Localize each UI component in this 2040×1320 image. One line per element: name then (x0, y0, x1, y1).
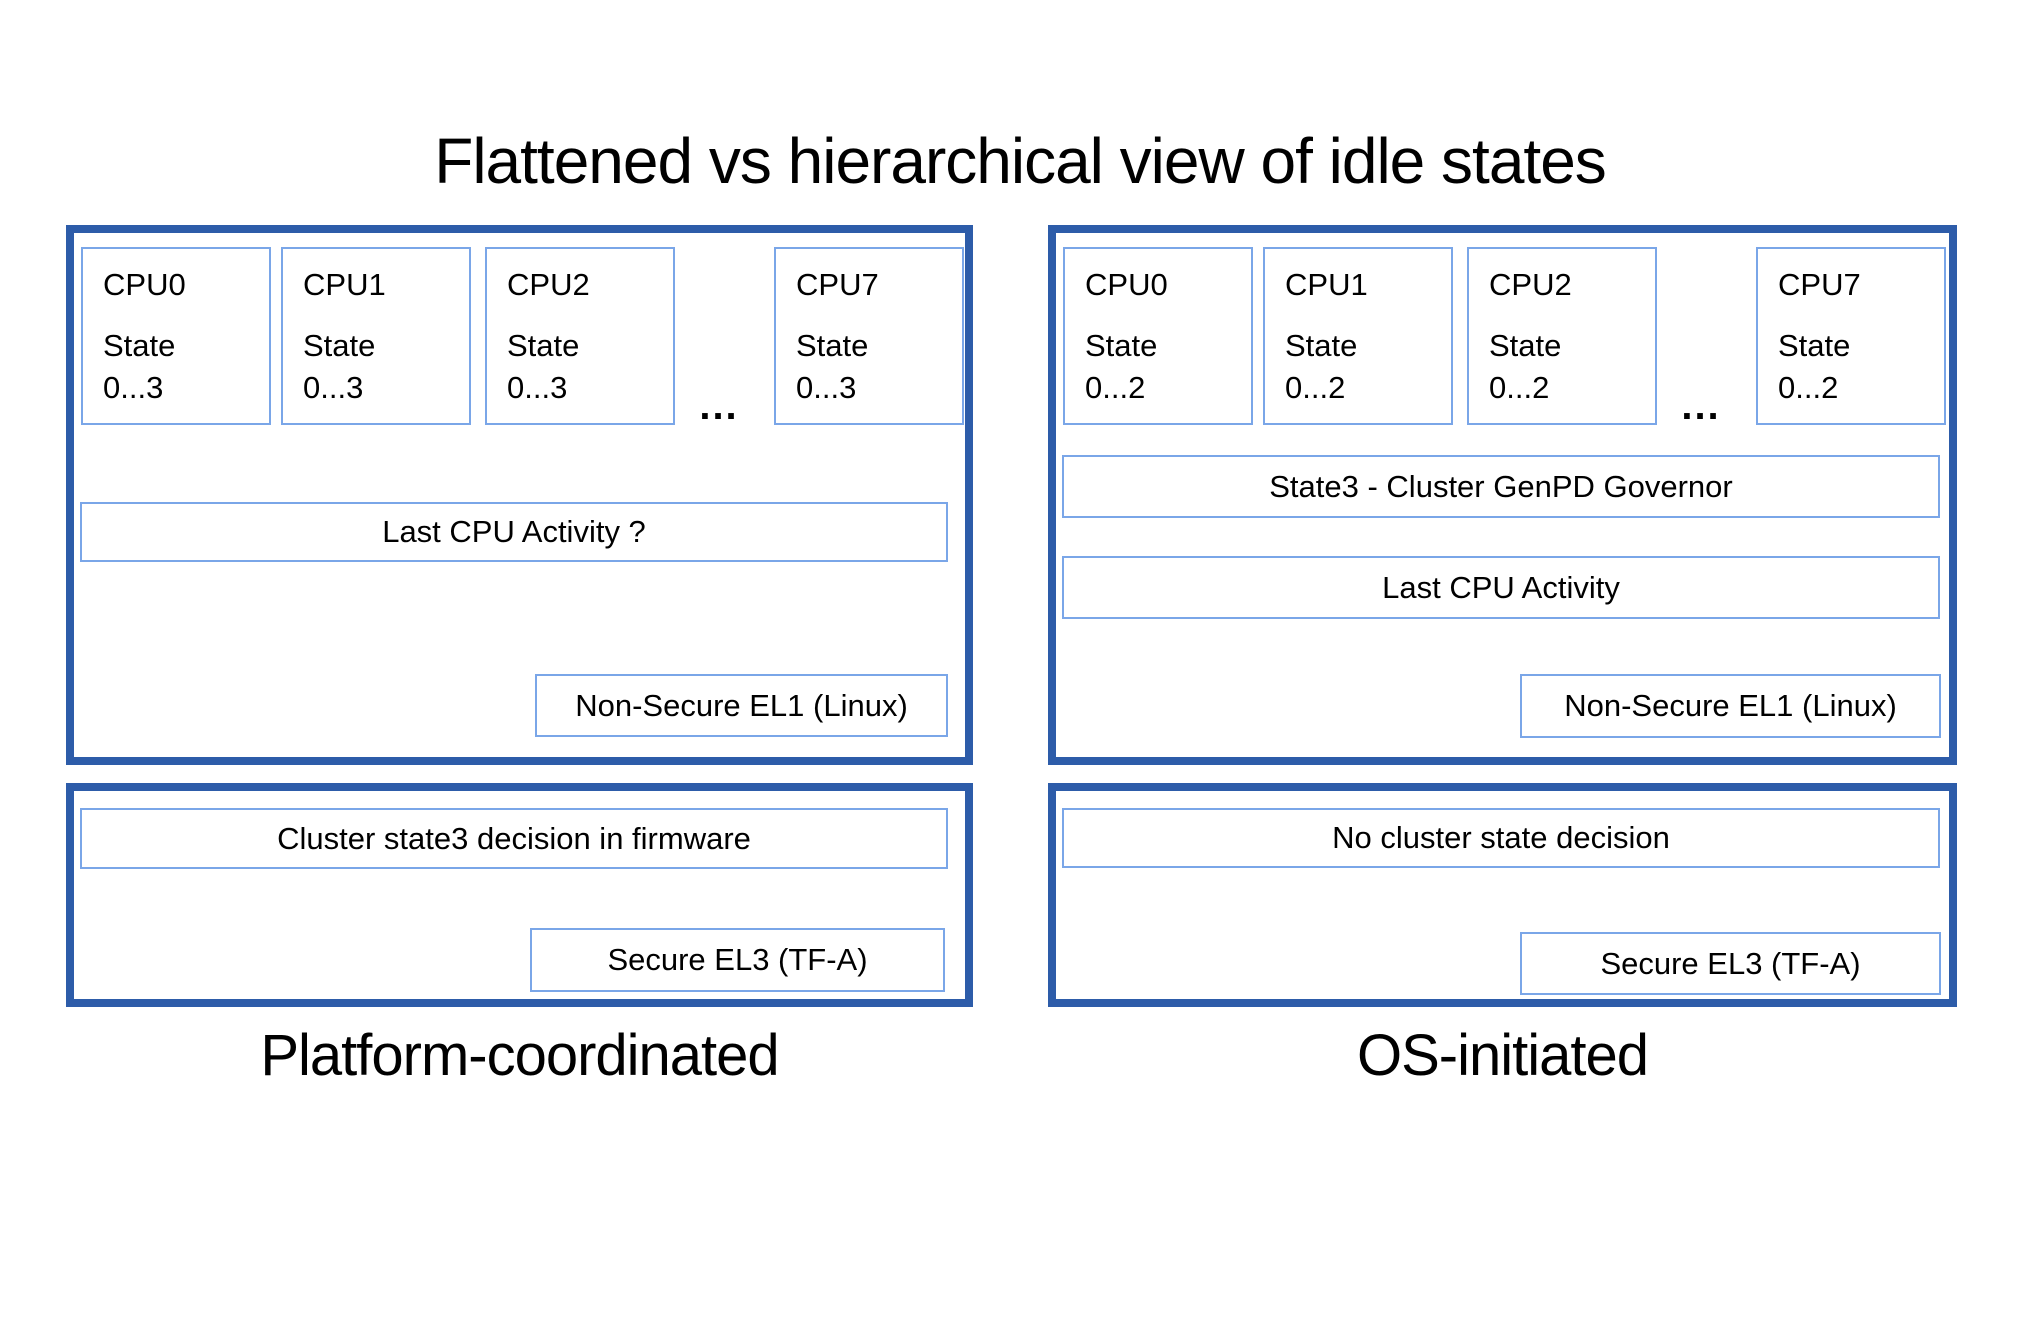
cpu-state-range: 0...2 (1778, 370, 1839, 405)
right-non-secure-el1-box: Non-Secure EL1 (Linux) (1520, 674, 1941, 738)
cpu-name: CPU7 (1778, 267, 1861, 302)
cpu-state-label: State (303, 328, 376, 363)
left-cluster-decision-label: Cluster state3 decision in firmware (277, 820, 751, 856)
right-cluster-decision-box: No cluster state decision (1062, 808, 1940, 868)
left-last-cpu-activity-box: Last CPU Activity ? (80, 502, 948, 562)
cpu-name: CPU0 (1085, 267, 1168, 302)
cpu-state-label: State (1778, 328, 1851, 363)
cpu-state-label: State (103, 328, 176, 363)
right-secure-el3-label: Secure EL3 (TF-A) (1600, 945, 1861, 981)
cpu-state: State 0...3 (103, 325, 175, 409)
cpu-name: CPU2 (507, 267, 590, 302)
right-cpu-ellipsis: ... (1681, 384, 1721, 428)
right-cpu2-box: CPU2 State 0...2 (1467, 247, 1657, 425)
right-last-cpu-activity-box: Last CPU Activity (1062, 556, 1940, 619)
cpu-state-label: State (1489, 328, 1562, 363)
cpu-name: CPU0 (103, 267, 186, 302)
right-secure-el3-box: Secure EL3 (TF-A) (1520, 932, 1941, 995)
cpu-state-range: 0...3 (303, 370, 364, 405)
cpu-state-range: 0...2 (1085, 370, 1146, 405)
cpu-state: State 0...2 (1285, 325, 1357, 409)
cpu-name: CPU1 (1285, 267, 1368, 302)
left-cpu7-box: CPU7 State 0...3 (774, 247, 964, 425)
right-cluster-decision-label: No cluster state decision (1332, 820, 1670, 855)
cpu-state-range: 0...2 (1285, 370, 1346, 405)
right-non-secure-world-box: CPU0 State 0...2 CPU1 State 0...2 CPU2 S… (1048, 225, 1957, 765)
cpu-state-range: 0...3 (796, 370, 857, 405)
right-secure-world-box: No cluster state decision Secure EL3 (TF… (1048, 783, 1957, 1007)
cpu-name: CPU2 (1489, 267, 1572, 302)
right-cpu0-box: CPU0 State 0...2 (1063, 247, 1253, 425)
cpu-state-label: State (1085, 328, 1158, 363)
left-secure-el3-box: Secure EL3 (TF-A) (530, 928, 945, 992)
cpu-state: State 0...2 (1489, 325, 1561, 409)
left-cpu1-box: CPU1 State 0...3 (281, 247, 471, 425)
cpu-state: State 0...3 (507, 325, 579, 409)
left-cpu0-box: CPU0 State 0...3 (81, 247, 271, 425)
left-non-secure-el1-box: Non-Secure EL1 (Linux) (535, 674, 948, 737)
right-cpu1-box: CPU1 State 0...2 (1263, 247, 1453, 425)
right-genpd-governor-box: State3 - Cluster GenPD Governor (1062, 455, 1940, 518)
left-secure-el3-label: Secure EL3 (TF-A) (607, 942, 868, 977)
left-non-secure-el1-label: Non-Secure EL1 (Linux) (575, 687, 908, 723)
cpu-state-range: 0...2 (1489, 370, 1550, 405)
cpu-state-label: State (796, 328, 869, 363)
left-diagram-caption: Platform-coordinated (260, 1023, 779, 1088)
cpu-state: State 0...2 (1085, 325, 1157, 409)
right-cpu7-box: CPU7 State 0...2 (1756, 247, 1946, 425)
right-last-cpu-activity-label: Last CPU Activity (1382, 569, 1620, 605)
left-last-cpu-activity-label: Last CPU Activity ? (382, 514, 646, 549)
left-non-secure-world-box: CPU0 State 0...3 CPU1 State 0...3 CPU2 S… (66, 225, 973, 765)
left-secure-world-box: Cluster state3 decision in firmware Secu… (66, 783, 973, 1007)
slide-title: Flattened vs hierarchical view of idle s… (434, 125, 1607, 197)
cpu-state-label: State (1285, 328, 1358, 363)
cpu-state-range: 0...3 (103, 370, 164, 405)
left-cpu-ellipsis: ... (699, 384, 739, 428)
cpu-state: State 0...3 (796, 325, 868, 409)
cpu-state: State 0...3 (303, 325, 375, 409)
right-non-secure-el1-label: Non-Secure EL1 (Linux) (1564, 688, 1897, 723)
left-cpu2-box: CPU2 State 0...3 (485, 247, 675, 425)
left-cluster-decision-box: Cluster state3 decision in firmware (80, 808, 948, 869)
cpu-state-range: 0...3 (507, 370, 568, 405)
cpu-name: CPU7 (796, 267, 879, 302)
cpu-name: CPU1 (303, 267, 386, 302)
cpu-state: State 0...2 (1778, 325, 1850, 409)
right-diagram-caption: OS-initiated (1356, 1023, 1649, 1088)
cpu-state-label: State (507, 328, 580, 363)
right-genpd-governor-label: State3 - Cluster GenPD Governor (1269, 468, 1733, 504)
